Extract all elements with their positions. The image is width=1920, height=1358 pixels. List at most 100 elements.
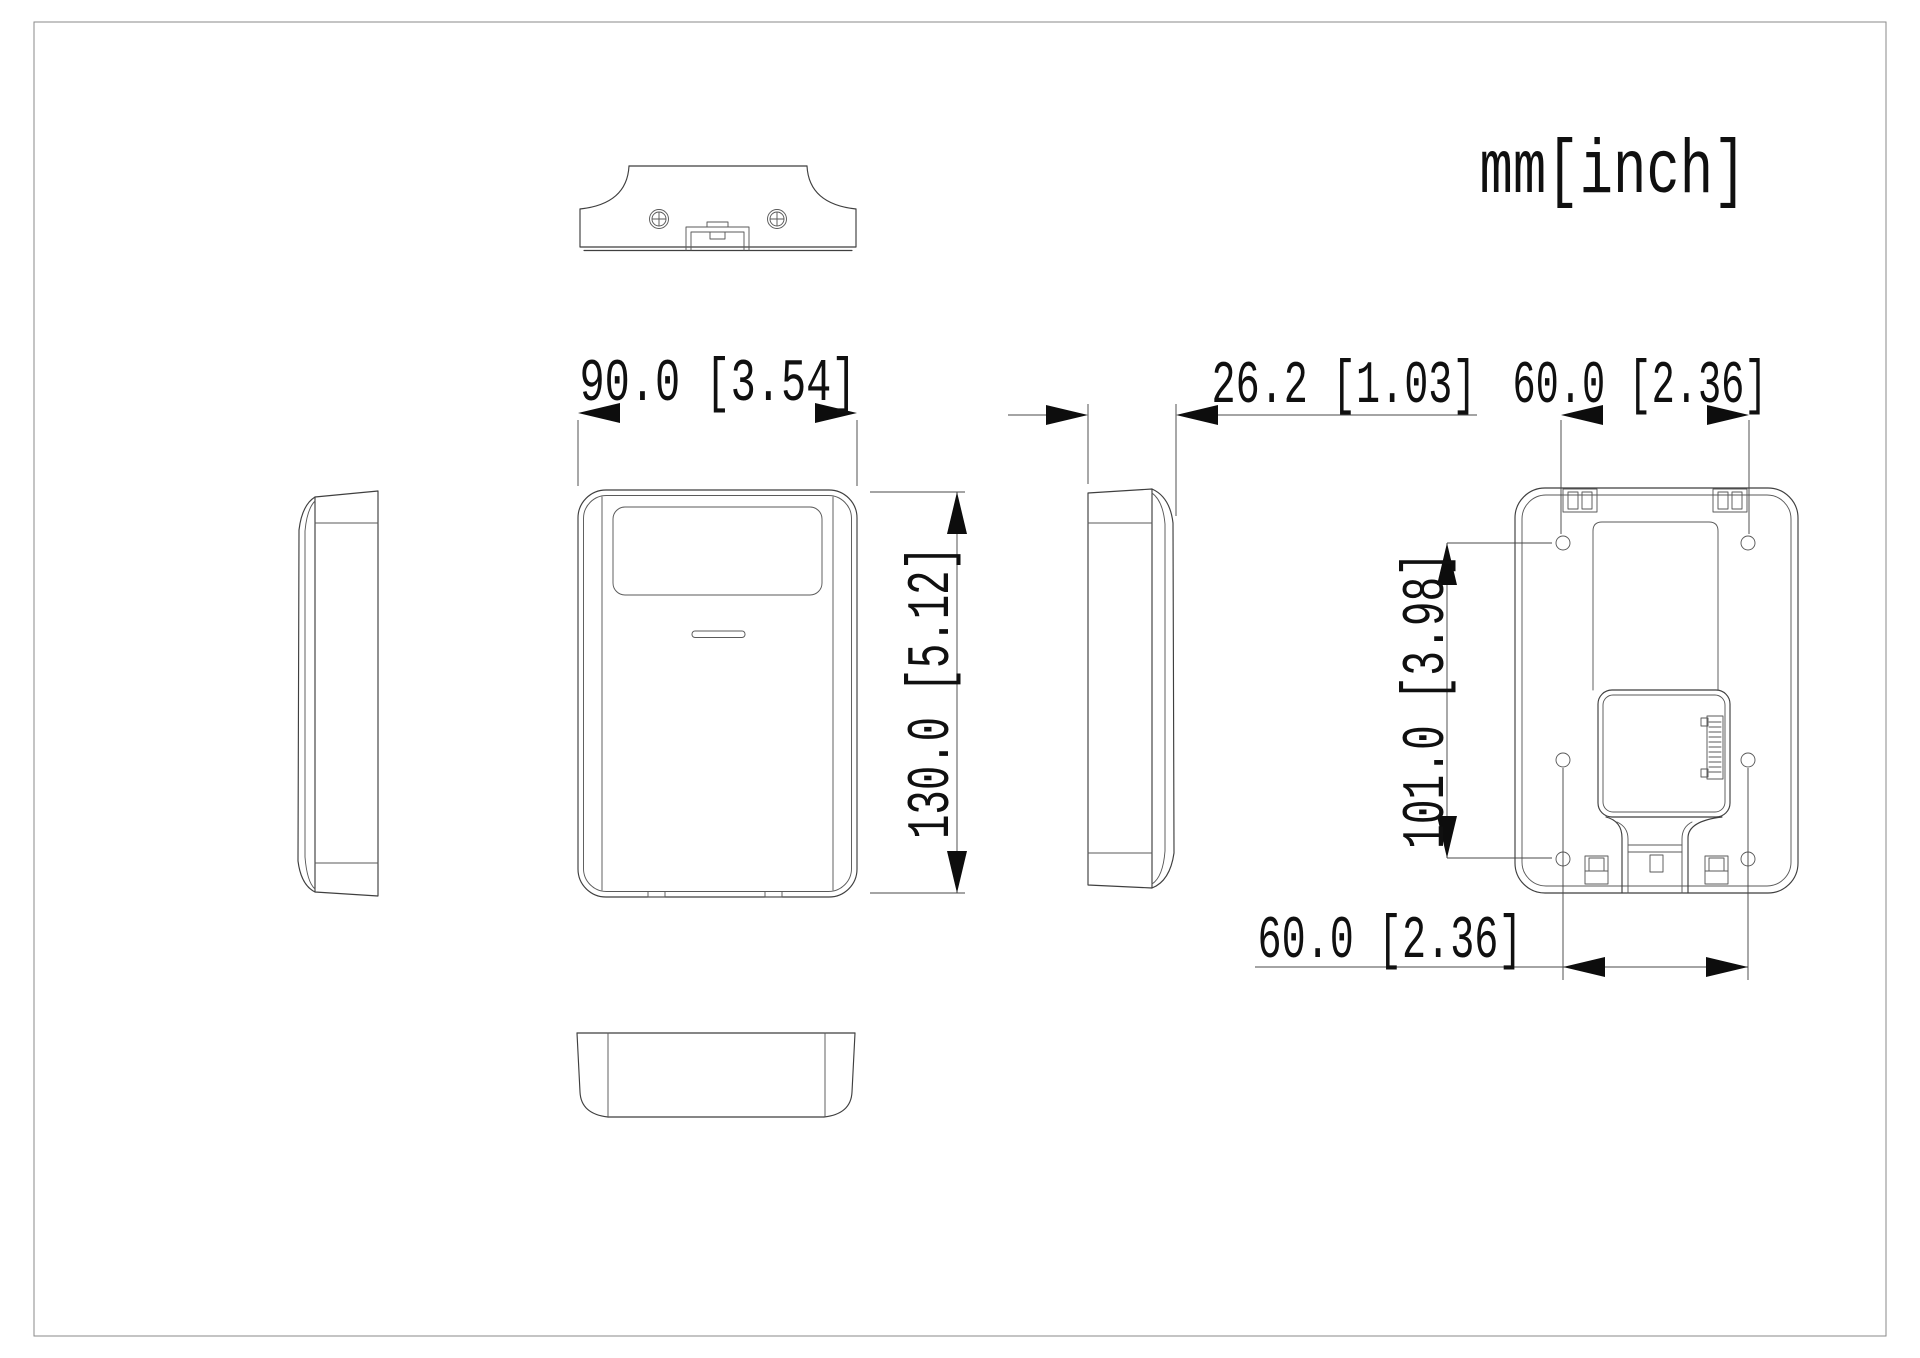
extension-lines — [870, 491, 965, 894]
top-view-right-scoop — [806, 165, 857, 210]
side-front-face-outer — [297, 496, 316, 893]
bottom-tab-right — [764, 891, 783, 898]
dimension-label-hole-spacing-top: 60.0 [2.36] — [1513, 353, 1768, 421]
arrow-left-icon — [1561, 405, 1603, 425]
arrow-down-icon — [1437, 816, 1457, 858]
dimension-side-depth: 26.2 [1.03] — [1008, 353, 1477, 516]
extension-lines — [1560, 420, 1750, 534]
bottom-view-inner-lines — [607, 1032, 826, 1117]
screw-right — [767, 209, 787, 229]
middle-side-view — [1087, 488, 1175, 889]
side-horizontal-lines — [314, 522, 379, 864]
arrow-right-icon — [1706, 957, 1748, 977]
side-horizontal-lines — [1087, 522, 1153, 854]
dimension-hole-spacing-top: 60.0 [2.36] — [1513, 353, 1768, 534]
pin-header-body — [1706, 715, 1724, 780]
dimension-front-height: 130.0 [5.12] — [870, 491, 967, 894]
screw-inner-circle — [769, 211, 785, 227]
extension-lines — [577, 420, 858, 486]
channel-cross-lines — [1627, 844, 1683, 853]
side-front-face-inner — [304, 500, 316, 890]
rj45-port — [685, 221, 750, 251]
units-label: mm[inch] — [1480, 129, 1747, 215]
mounting-hole-top-right — [1740, 535, 1756, 551]
top-view-left-scoop — [579, 165, 630, 210]
dimension-hole-spacing-vertical: 101.0 [3.98] — [1394, 542, 1552, 859]
clip-outer — [1712, 488, 1748, 513]
screw-outer-circle — [767, 209, 787, 229]
arrow-down-icon — [947, 851, 967, 893]
extension-lines — [1087, 404, 1177, 516]
channel-wall-right-outer — [1687, 816, 1723, 894]
arrow-up-icon — [947, 492, 967, 534]
latch-slot-inner — [1588, 857, 1605, 872]
arrow-left-icon — [1176, 405, 1218, 425]
module-outline — [1597, 689, 1731, 818]
pin-header-tab-bottom — [1700, 768, 1709, 778]
latch-slot-left — [1584, 855, 1609, 885]
front-side-wall-lines — [601, 496, 834, 891]
side-back-plate — [1087, 488, 1153, 889]
dimension-label-front-height: 130.0 [5.12] — [899, 546, 967, 839]
front-outline — [577, 489, 858, 898]
back-view — [1514, 487, 1799, 894]
upper-recess — [1592, 521, 1719, 691]
clip-tab — [1717, 491, 1729, 510]
bottom-view — [576, 1032, 856, 1118]
module-inner-outline — [1602, 694, 1726, 813]
front-view — [577, 489, 858, 898]
reader-window — [612, 506, 823, 596]
dimension-front-width: 90.0 [3.54] — [577, 351, 858, 486]
side-front-face-outer — [1151, 488, 1175, 889]
top-clip-right — [1712, 488, 1748, 513]
clip-tab — [1567, 491, 1579, 510]
bottom-tab-left — [647, 891, 666, 898]
back-inner-outline — [1521, 494, 1792, 887]
pin-header-tab-top — [1700, 717, 1709, 727]
clip-tab — [1731, 491, 1743, 510]
mounting-hole-top-left — [1555, 535, 1571, 551]
top-view-bottom-edges — [579, 246, 857, 252]
rj45-outer-opening — [685, 226, 750, 251]
rj45-top-notch — [706, 221, 729, 228]
arrow-right-icon — [815, 403, 857, 423]
screw-cross-icon — [770, 212, 784, 226]
clip-tab — [1581, 491, 1593, 510]
latch-slot-outer — [1584, 855, 1609, 885]
pin-header — [1700, 715, 1724, 780]
left-side-view — [297, 490, 379, 897]
channel-wall-left-inner — [1616, 821, 1629, 894]
mounting-hole-mid-right — [1740, 752, 1756, 768]
channel-wall-right-inner — [1681, 821, 1693, 894]
drawing-border — [33, 21, 1887, 1337]
arrow-right-icon — [1707, 405, 1749, 425]
latch-slot-outer — [1704, 855, 1729, 885]
channel-wall-left-outer — [1605, 816, 1623, 894]
dimension-label-hole-spacing-bottom: 60.0 [2.36] — [1258, 908, 1523, 976]
dimension-label-hole-spacing-vertical: 101.0 [3.98] — [1394, 552, 1462, 849]
top-clip-left — [1562, 488, 1598, 513]
latch-slot-right — [1704, 855, 1729, 885]
rj45-clip-tab — [709, 231, 726, 240]
front-inner-outline — [583, 495, 852, 892]
screw-cross-icon — [652, 212, 666, 226]
pin-header-pins — [1708, 721, 1722, 773]
side-back-plate — [314, 490, 379, 897]
indicator-slit — [691, 630, 746, 638]
back-outline — [1514, 487, 1799, 894]
dimension-label-front-width: 90.0 [3.54] — [580, 351, 857, 419]
side-front-face-inner — [1151, 492, 1166, 885]
latch-slot-inner — [1708, 857, 1725, 872]
rj45-jack-body — [690, 231, 745, 251]
screw-left — [649, 209, 669, 229]
dimension-label-side-depth: 26.2 [1.03] — [1212, 353, 1477, 421]
dimension-hole-spacing-bottom: 60.0 [2.36] — [1255, 768, 1749, 980]
top-view-side-edges — [579, 208, 857, 248]
arrow-up-icon — [1437, 543, 1457, 585]
cable-channel — [1605, 816, 1723, 894]
leader-lines — [1447, 542, 1552, 859]
clip-outer — [1562, 488, 1598, 513]
screw-inner-circle — [651, 211, 667, 227]
